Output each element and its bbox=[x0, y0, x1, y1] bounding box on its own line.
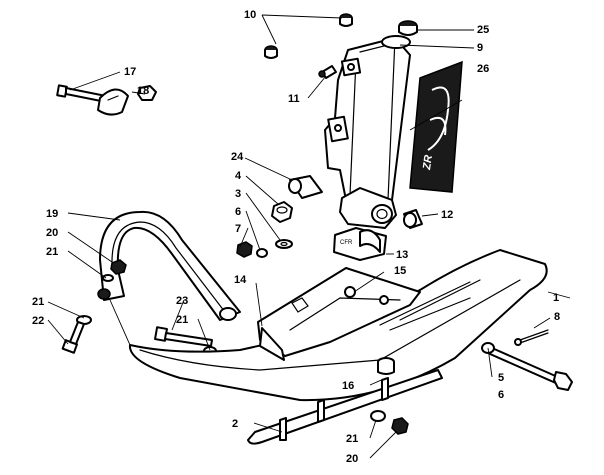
ski bbox=[128, 249, 548, 402]
nut-10-lower bbox=[264, 45, 278, 59]
loop-nut-20 bbox=[110, 259, 127, 275]
nut-16 bbox=[377, 357, 395, 375]
callout-7: 7 bbox=[235, 223, 241, 235]
bolt-23 bbox=[154, 326, 213, 347]
bolt-22 bbox=[61, 321, 85, 354]
callout-8: 8 bbox=[554, 311, 560, 323]
callout-26: 26 bbox=[477, 63, 489, 75]
washer-21-bottom bbox=[370, 410, 386, 422]
nut-10-upper bbox=[339, 13, 353, 27]
nut-4 bbox=[271, 201, 293, 223]
nut-18 bbox=[137, 85, 157, 101]
callout-3: 3 bbox=[235, 188, 241, 200]
bolt-17 bbox=[56, 84, 107, 103]
callout-12: 12 bbox=[441, 209, 453, 221]
callout-1: 1 bbox=[553, 292, 559, 304]
callout-25: 25 bbox=[477, 24, 489, 36]
washer-6 bbox=[256, 248, 268, 258]
callout-17: 17 bbox=[124, 66, 136, 78]
callout-9: 9 bbox=[477, 42, 483, 54]
callout-4: 4 bbox=[235, 170, 242, 182]
decal-text: ZR bbox=[421, 154, 435, 171]
callout-6-left: 6 bbox=[235, 206, 241, 218]
callout-18: 18 bbox=[137, 85, 149, 97]
callout-21-mid: 21 bbox=[176, 314, 188, 326]
callout-2: 2 bbox=[232, 418, 238, 430]
callout-6-right: 6 bbox=[498, 389, 504, 401]
callout-23: 23 bbox=[176, 295, 188, 307]
bushing-stamp: CFR bbox=[340, 240, 353, 246]
callout-21-left-lower: 21 bbox=[32, 296, 44, 308]
saddle bbox=[257, 267, 421, 361]
decal: ZR bbox=[409, 60, 463, 193]
callout-13: 13 bbox=[396, 249, 408, 261]
nut-20-bottom bbox=[391, 417, 409, 435]
callout-22: 22 bbox=[32, 315, 44, 327]
callout-16: 16 bbox=[342, 380, 354, 392]
cotter-pin bbox=[514, 329, 549, 346]
loop-bolt-head bbox=[97, 288, 111, 300]
callout-21-left-upper: 21 bbox=[46, 246, 58, 258]
loop-washer-21 bbox=[102, 274, 114, 282]
callout-20-left: 20 bbox=[46, 227, 58, 239]
spacer-bushing bbox=[288, 175, 323, 199]
callout-labels: 1 2 3 4 5 6 6 7 8 9 10 11 12 13 14 15 16… bbox=[32, 9, 560, 465]
spindle bbox=[324, 35, 411, 229]
washer-3 bbox=[275, 239, 293, 249]
callout-14: 14 bbox=[234, 274, 247, 286]
callout-20-bottom: 20 bbox=[346, 453, 358, 465]
callout-21-bottom: 21 bbox=[346, 433, 358, 445]
ski-bushing: CFR bbox=[333, 227, 387, 261]
grease-fitting bbox=[318, 65, 337, 79]
spindle-cap bbox=[398, 20, 418, 36]
clamp-18 bbox=[97, 88, 129, 116]
nut-7 bbox=[236, 241, 253, 258]
wear-bar bbox=[247, 369, 443, 445]
bushing-12 bbox=[403, 209, 423, 229]
callout-5: 5 bbox=[498, 372, 504, 384]
ski-loop bbox=[99, 210, 241, 321]
callout-10: 10 bbox=[244, 9, 256, 21]
callout-11: 11 bbox=[288, 93, 300, 105]
callout-19: 19 bbox=[46, 208, 58, 220]
callout-24: 24 bbox=[231, 151, 244, 163]
callout-15: 15 bbox=[394, 265, 406, 277]
leader-lines bbox=[47, 14, 571, 459]
